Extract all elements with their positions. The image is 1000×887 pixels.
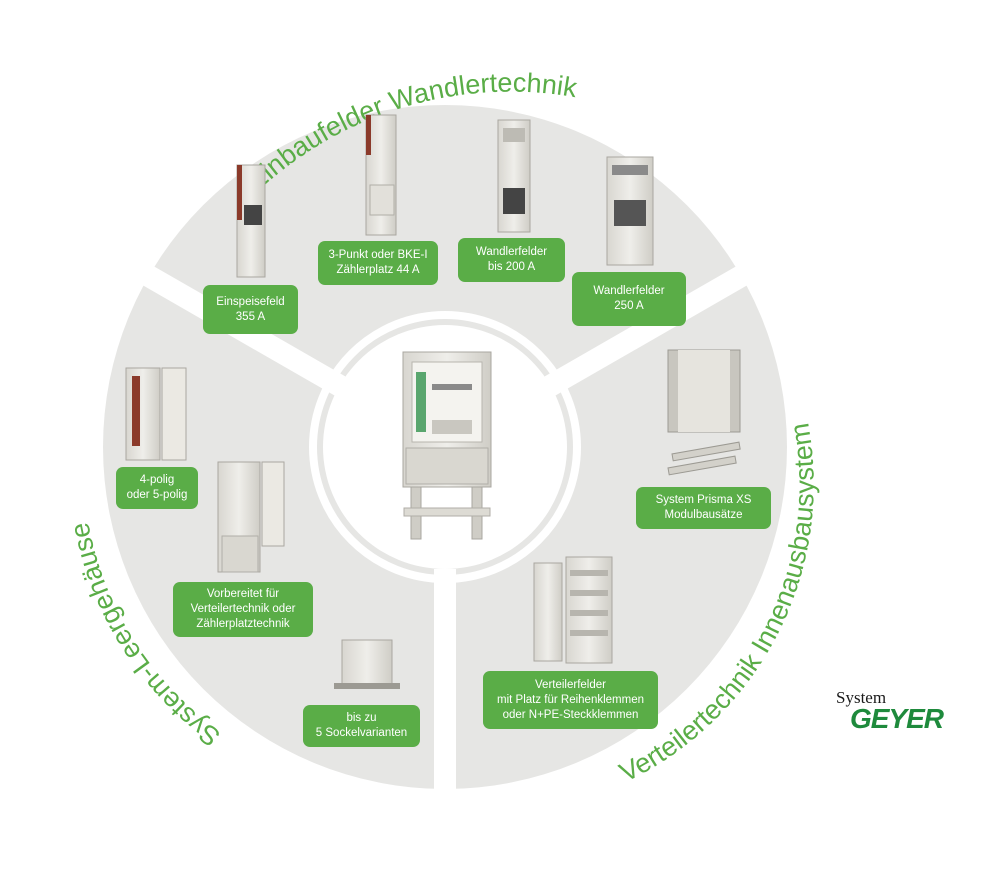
logo-prefix: System: [836, 688, 887, 707]
prisma-xs-image: [667, 349, 741, 476]
logo-brand: GEYER: [850, 703, 944, 734]
zaehlerplatz-image: [365, 114, 397, 236]
wandlerfelder-250-image: [606, 156, 654, 266]
leergehaeuse-vorbereitet-image: [217, 461, 285, 573]
hub-border: [309, 311, 581, 583]
sockel-image: [334, 639, 400, 689]
leergehaeuse-4polig-image: [125, 367, 187, 461]
center-cabinet-image: [402, 351, 492, 540]
einspeisefeld-image: [236, 164, 266, 278]
wandlerfelder-200-image: [497, 119, 531, 233]
verteilerfelder-image: [533, 556, 613, 664]
